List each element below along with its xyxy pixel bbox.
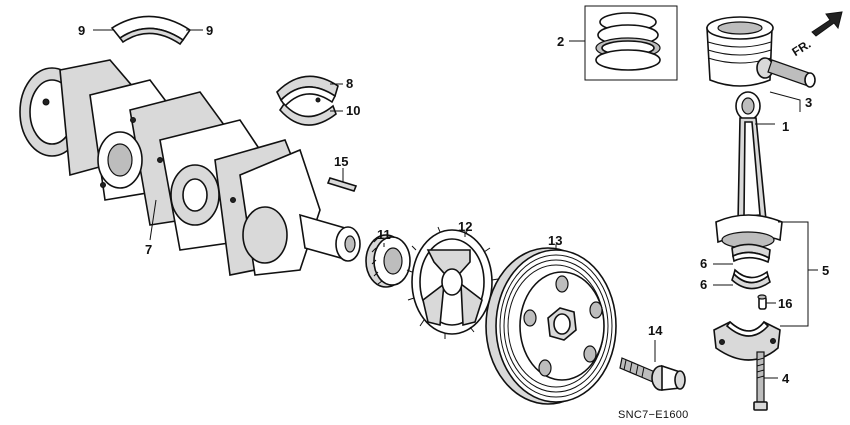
- knock-pin: [757, 294, 767, 310]
- callout-1: 1: [782, 119, 789, 134]
- piston-pin: [767, 59, 816, 88]
- callout-2: 2: [557, 34, 564, 49]
- callout-7: 7: [145, 242, 152, 257]
- woodruff-key: [326, 177, 358, 192]
- piston-ring-set: [584, 5, 678, 81]
- callout-14: 14: [648, 323, 663, 338]
- callout-10: 10: [346, 103, 360, 118]
- timing-sprocket: [365, 234, 411, 288]
- main-bearing-upper: [276, 75, 339, 108]
- connecting-rod-cap: [713, 320, 781, 361]
- diagram-code: SNC7−E1600: [618, 409, 689, 421]
- callout-12: 12: [458, 219, 472, 234]
- thrust-washer: [110, 15, 192, 46]
- connecting-rod-bolt: [753, 351, 768, 411]
- callout-6-upper: 6: [700, 256, 707, 271]
- callout-6-lower: 6: [700, 277, 707, 292]
- callout-5: 5: [822, 263, 829, 278]
- rod-bearing-upper: [731, 243, 771, 264]
- front-marker-label: FR.: [789, 37, 813, 59]
- crank-pulser-plate: [406, 226, 499, 339]
- front-direction-marker: FR.: [789, 11, 843, 59]
- callout-4: 4: [782, 371, 790, 386]
- assembly-bracket-5: [778, 221, 809, 327]
- callout-13: 13: [548, 233, 562, 248]
- rod-bearing-lower: [731, 268, 771, 290]
- callout-3: 3: [805, 95, 812, 110]
- pulley-bolt: [619, 357, 686, 391]
- callout-9-right: 9: [206, 23, 213, 38]
- callout-9-left: 9: [78, 23, 85, 38]
- callout-11: 11: [377, 227, 391, 242]
- connecting-rod: [715, 91, 783, 249]
- crankshaft-pulley: [485, 247, 617, 405]
- callout-16: 16: [778, 296, 792, 311]
- piston: [706, 16, 774, 87]
- callout-15: 15: [334, 154, 348, 169]
- crankshaft: [19, 59, 361, 276]
- callout-8: 8: [346, 76, 353, 91]
- main-bearing-lower: [278, 97, 337, 126]
